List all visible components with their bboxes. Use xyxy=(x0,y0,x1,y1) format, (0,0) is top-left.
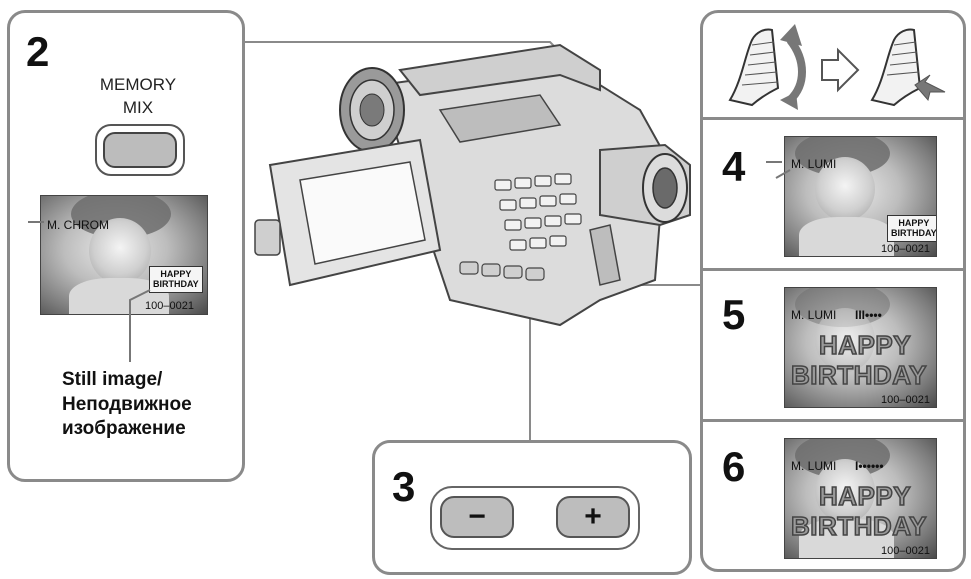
step5-title-line2: BIRTHDAY xyxy=(790,359,927,391)
step4-counter: 100–0021 xyxy=(881,243,930,255)
step5-mode-text: M. LUMI xyxy=(791,308,837,322)
step6-number: 6 xyxy=(722,443,746,490)
still-image-caption: Still image/ Неподвижное изображение xyxy=(62,369,192,440)
step6-level-bar: I•••••• xyxy=(855,459,884,473)
step3-number: 3 xyxy=(392,463,416,510)
separator-2 xyxy=(702,268,964,271)
step4-mode-text: M. LUMI xyxy=(791,157,837,171)
memory-mix-label-line1: MEMORY xyxy=(99,75,177,94)
step4-birthday-card: HAPPY BIRTHDAY xyxy=(887,215,936,242)
step4-screen-preview: M. LUMI HAPPY BIRTHDAY 100–0021 xyxy=(784,136,937,257)
step6-mode-text: M. LUMI xyxy=(791,459,837,473)
step2-mode-text: M. CHROM xyxy=(47,218,109,232)
memory-mix-button[interactable] xyxy=(95,124,185,176)
memory-mix-label: MEMORY MIX xyxy=(88,74,188,120)
step4-number: 4 xyxy=(722,143,746,190)
step6-screen-preview: M. LUMI I•••••• HAPPY BIRTHDAY 100–0021 xyxy=(784,438,937,559)
right-arrow-outline-icon xyxy=(821,47,860,93)
step2-screen-preview: M. CHROM HAPPY BIRTHDAY 100–0021 xyxy=(40,195,208,315)
separator-1 xyxy=(702,117,964,120)
minus-button[interactable]: − xyxy=(440,496,514,538)
step2-birthday-card: HAPPY BIRTHDAY xyxy=(149,266,203,293)
memory-mix-label-line2: MIX xyxy=(122,97,154,117)
separator-3 xyxy=(702,419,964,422)
plus-button[interactable]: + xyxy=(556,496,630,538)
step6-title-line1: HAPPY xyxy=(818,480,912,512)
step2-counter: 100–0021 xyxy=(145,300,194,312)
step5-title-line1: HAPPY xyxy=(818,329,912,361)
step2-number: 2 xyxy=(26,28,50,75)
step5-screen-preview: M. LUMI III•••• HAPPY BIRTHDAY 100–0021 xyxy=(784,287,937,408)
step5-number: 5 xyxy=(722,291,746,338)
step6-title-line2: BIRTHDAY xyxy=(790,510,927,542)
step5-counter: 100–0021 xyxy=(881,394,930,406)
step5-level-bar: III•••• xyxy=(855,308,882,322)
step6-counter: 100–0021 xyxy=(881,545,930,557)
